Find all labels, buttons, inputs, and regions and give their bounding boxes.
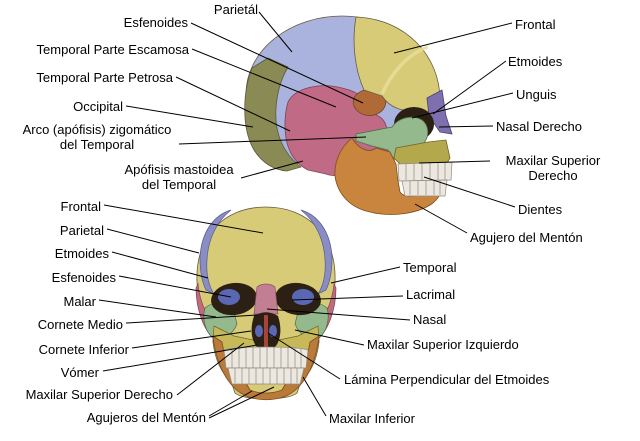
label-apofisis-mastoidea: Apófisis mastoidea del Temporal — [124, 162, 234, 192]
leader-parietal-anterior — [106, 228, 200, 254]
leader-etmoides-anterior — [111, 251, 209, 279]
label-arco-zigomatico: Arco (apófisis) zigomático del Temporal — [22, 122, 172, 152]
leader-cornete-medio — [125, 314, 258, 324]
label-maxilar-superior-izquierdo: Maxilar Superior Izquierdo — [367, 337, 519, 352]
anterior-upper-teeth — [223, 346, 309, 369]
anterior-skull-view — [195, 206, 337, 401]
anterior-cornete-left — [255, 325, 263, 337]
anterior-vomer-bone — [264, 315, 268, 349]
anterior-cornete-right — [269, 325, 277, 337]
lateral-skull-view — [244, 15, 453, 215]
leader-parietal-lateral — [258, 11, 293, 53]
label-temporal-parte-escamosa: Temporal Parte Escamosa — [36, 42, 189, 57]
label-nasal-derecho: Nasal Derecho — [496, 119, 582, 134]
label-lacrimal: Lacrimal — [406, 287, 456, 302]
label-occipital: Occipital — [73, 99, 123, 114]
leader-etmoides-lateral — [432, 60, 507, 115]
lateral-lower-teeth — [401, 179, 448, 197]
label-frontal-anterior: Frontal — [60, 199, 101, 214]
label-nasal-anterior: Nasal — [413, 312, 447, 327]
label-vomer: Vómer — [60, 365, 99, 380]
leader-cornete-inferior — [131, 330, 252, 349]
leader-frontal-anterior — [103, 204, 264, 234]
leader-temporal-parte-petrosa — [175, 76, 291, 132]
leader-lacrimal — [291, 295, 404, 301]
leader-apofisis-mastoidea — [240, 160, 304, 179]
leader-vomer — [102, 344, 258, 372]
label-malar: Malar — [63, 294, 96, 309]
leader-occipital — [125, 105, 254, 128]
label-cornete-medio: Cornete Medio — [37, 317, 123, 332]
lateral-teeth-separators — [405, 162, 446, 195]
leader-maxilar-inferior — [302, 376, 327, 417]
lateral-temporal-line-highlight — [380, 45, 429, 95]
leader-maxilar-superior-derecho-anterior — [176, 342, 245, 396]
label-etmoides-lateral: Etmoides — [508, 54, 563, 69]
label-esfenoides-lateral: Esfenoides — [123, 15, 188, 30]
leader-maxilar-superior-derecho-lateral — [418, 160, 491, 164]
leader-lamina-perpendicular — [267, 332, 341, 380]
anterior-lower-teeth — [227, 367, 305, 385]
label-agujeros-del-menton: Agujeros del Mentón — [86, 410, 206, 425]
leader-agujeros-del-menton-b — [208, 386, 275, 419]
leader-agujero-del-menton — [414, 203, 468, 234]
leader-temporal-parte-escamosa — [191, 48, 337, 108]
leader-esfenoides-lateral — [190, 22, 364, 104]
label-maxilar-superior-derecho-lateral: Maxilar Superior Derecho — [505, 153, 601, 183]
leader-esfenoides-anterior — [118, 275, 232, 298]
label-cornete-inferior: Cornete Inferior — [38, 342, 129, 357]
label-temporal-parte-petrosa: Temporal Parte Petrosa — [36, 70, 173, 85]
label-frontal-lateral: Frontal — [515, 17, 556, 32]
leader-dientes — [423, 176, 516, 208]
leader-arco-zigomatico — [178, 136, 367, 145]
leader-malar — [98, 299, 217, 318]
anterior-parietal-right — [300, 209, 333, 295]
leader-agujeros-del-menton-a — [208, 390, 253, 417]
lateral-mandible-bone — [334, 137, 444, 215]
label-maxilar-inferior: Maxilar Inferior — [329, 411, 415, 426]
leader-nasal-derecho — [438, 125, 494, 128]
label-maxilar-superior-derecho-anterior: Maxilar Superior Derecho — [25, 387, 173, 402]
leader-unguis — [411, 92, 514, 119]
label-parietal-anterior: Parietal — [59, 223, 104, 238]
anterior-sphenoid-right — [292, 289, 314, 305]
label-temporal-anterior: Temporal — [403, 260, 457, 275]
leader-maxilar-superior-izquierdo — [294, 329, 365, 346]
leader-frontal-lateral — [393, 22, 513, 54]
label-lamina-perpendicular-etmoides: Lámina Perpendicular del Etmoides — [344, 372, 550, 387]
anterior-parietal-left — [199, 209, 232, 295]
label-esfenoides-anterior: Esfenoides — [51, 270, 116, 285]
label-unguis: Unguis — [516, 87, 557, 102]
label-parietal-lateral: Parietál — [213, 2, 258, 17]
label-dientes: Dientes — [518, 202, 563, 217]
leader-temporal-anterior — [330, 266, 401, 284]
label-etmoides-anterior: Etmoides — [54, 246, 109, 261]
label-agujero-del-menton: Agujero del Mentón — [470, 230, 583, 245]
anterior-teeth-separators — [231, 347, 302, 384]
leader-lines — [98, 11, 516, 419]
leader-nasal-anterior — [266, 308, 411, 321]
